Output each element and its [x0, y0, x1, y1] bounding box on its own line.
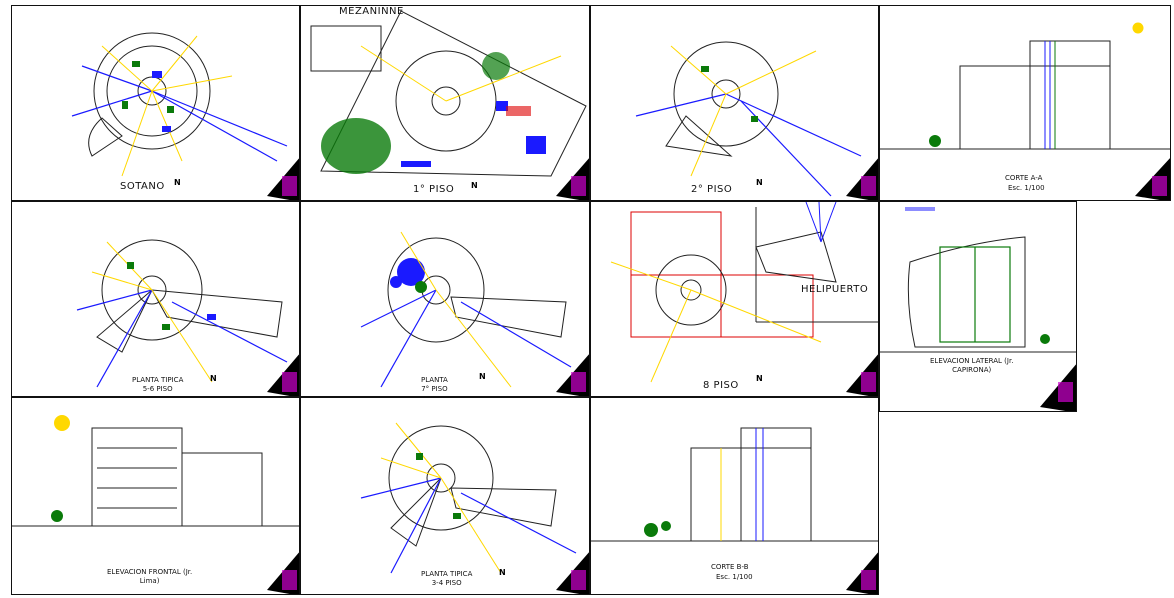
- plan-piso1-drawing: [310, 10, 589, 200]
- mezanine-label: MEZANINNE: [339, 6, 404, 17]
- sheet-piso2[interactable]: 2° PISO N: [590, 5, 879, 201]
- sheet-title-line2: 3-4 PISO: [431, 578, 462, 587]
- sheet-title: 1° PISO: [413, 184, 455, 195]
- sheet-title: PLANTA 7° PISO: [421, 376, 448, 394]
- sheet-title: 8 PISO: [703, 380, 739, 391]
- sheet-title-line2: 7° PISO: [421, 384, 448, 393]
- sheet-scale: Esc. 1/100: [1008, 184, 1045, 192]
- sheet-scale: Esc. 1/100: [716, 573, 753, 581]
- elevation-frontal-drawing: [12, 415, 299, 594]
- sheet-title: PLANTA TIPICA 5-6 PISO: [132, 376, 183, 394]
- section-aa-drawing: [880, 22, 1170, 200]
- north-arrow-icon: N: [499, 568, 506, 577]
- north-arrow-icon: N: [174, 178, 181, 187]
- sheet-tipica-3-4[interactable]: PLANTA TIPICA 3-4 PISO N: [300, 397, 590, 595]
- sheet-piso-8[interactable]: HELIPUERTO 8 PISO N: [590, 201, 879, 397]
- sheet-title: 2° PISO: [691, 184, 733, 195]
- plan-7-drawing: [360, 231, 589, 396]
- north-arrow-icon: N: [471, 181, 478, 190]
- sheet-title: SOTANO: [120, 181, 165, 192]
- sheet-piso1[interactable]: MEZANINNE 1° PISO N: [300, 5, 590, 201]
- sheet-planta-7[interactable]: PLANTA 7° PISO N: [300, 201, 590, 397]
- plan-sotano-drawing: [71, 32, 299, 200]
- plan-piso2-drawing: [635, 41, 878, 200]
- sheet-corte-aa[interactable]: CORTE A-A Esc. 1/100: [879, 5, 1171, 201]
- sheet-title-line2: 5-6 PISO: [142, 384, 173, 393]
- sheet-elevacion-lateral[interactable]: ELEVACION LATERAL (Jr. CAPIRONA): [879, 201, 1077, 412]
- plan-8-drawing: [610, 202, 878, 396]
- sheet-title: ELEVACION LATERAL (Jr. CAPIRONA): [930, 357, 1013, 375]
- plan-tipica-3-4-drawing: [360, 422, 589, 594]
- sheet-title: CORTE A-A: [1005, 174, 1043, 182]
- north-arrow-icon: N: [756, 178, 763, 187]
- sheet-title-line2: Lima): [139, 576, 160, 585]
- sheet-corte-bb[interactable]: CORTE B-B Esc. 1/100: [590, 397, 879, 595]
- helipuerto-label: HELIPUERTO: [801, 284, 869, 295]
- sheet-title-line1: ELEVACION FRONTAL (Jr.: [107, 568, 193, 576]
- sheet-title-line1: ELEVACION LATERAL (Jr.: [930, 357, 1014, 365]
- sheet-tipica-5-6[interactable]: PLANTA TIPICA 5-6 PISO N: [11, 201, 300, 397]
- north-arrow-icon: N: [210, 374, 217, 383]
- sheet-title-line1: PLANTA TIPICA: [421, 570, 473, 578]
- sheet-title-line1: PLANTA: [421, 376, 448, 384]
- sheet-elevacion-frontal[interactable]: ELEVACION FRONTAL (Jr. Lima): [11, 397, 300, 595]
- sheet-sotano[interactable]: SOTANO N: [11, 5, 300, 201]
- elevation-lateral-drawing: [880, 207, 1076, 411]
- plan-tipica-5-6-drawing: [76, 239, 299, 396]
- north-arrow-icon: N: [479, 372, 486, 381]
- sheet-title: ELEVACION FRONTAL (Jr. Lima): [107, 568, 192, 586]
- sheet-title: CORTE B-B: [711, 563, 749, 571]
- north-arrow-icon: N: [756, 374, 763, 383]
- sheet-title-line1: PLANTA TIPICA: [132, 376, 184, 384]
- section-bb-drawing: [591, 427, 878, 594]
- sheet-title-line2: CAPIRONA): [952, 365, 992, 374]
- sheet-title: PLANTA TIPICA 3-4 PISO: [421, 570, 472, 588]
